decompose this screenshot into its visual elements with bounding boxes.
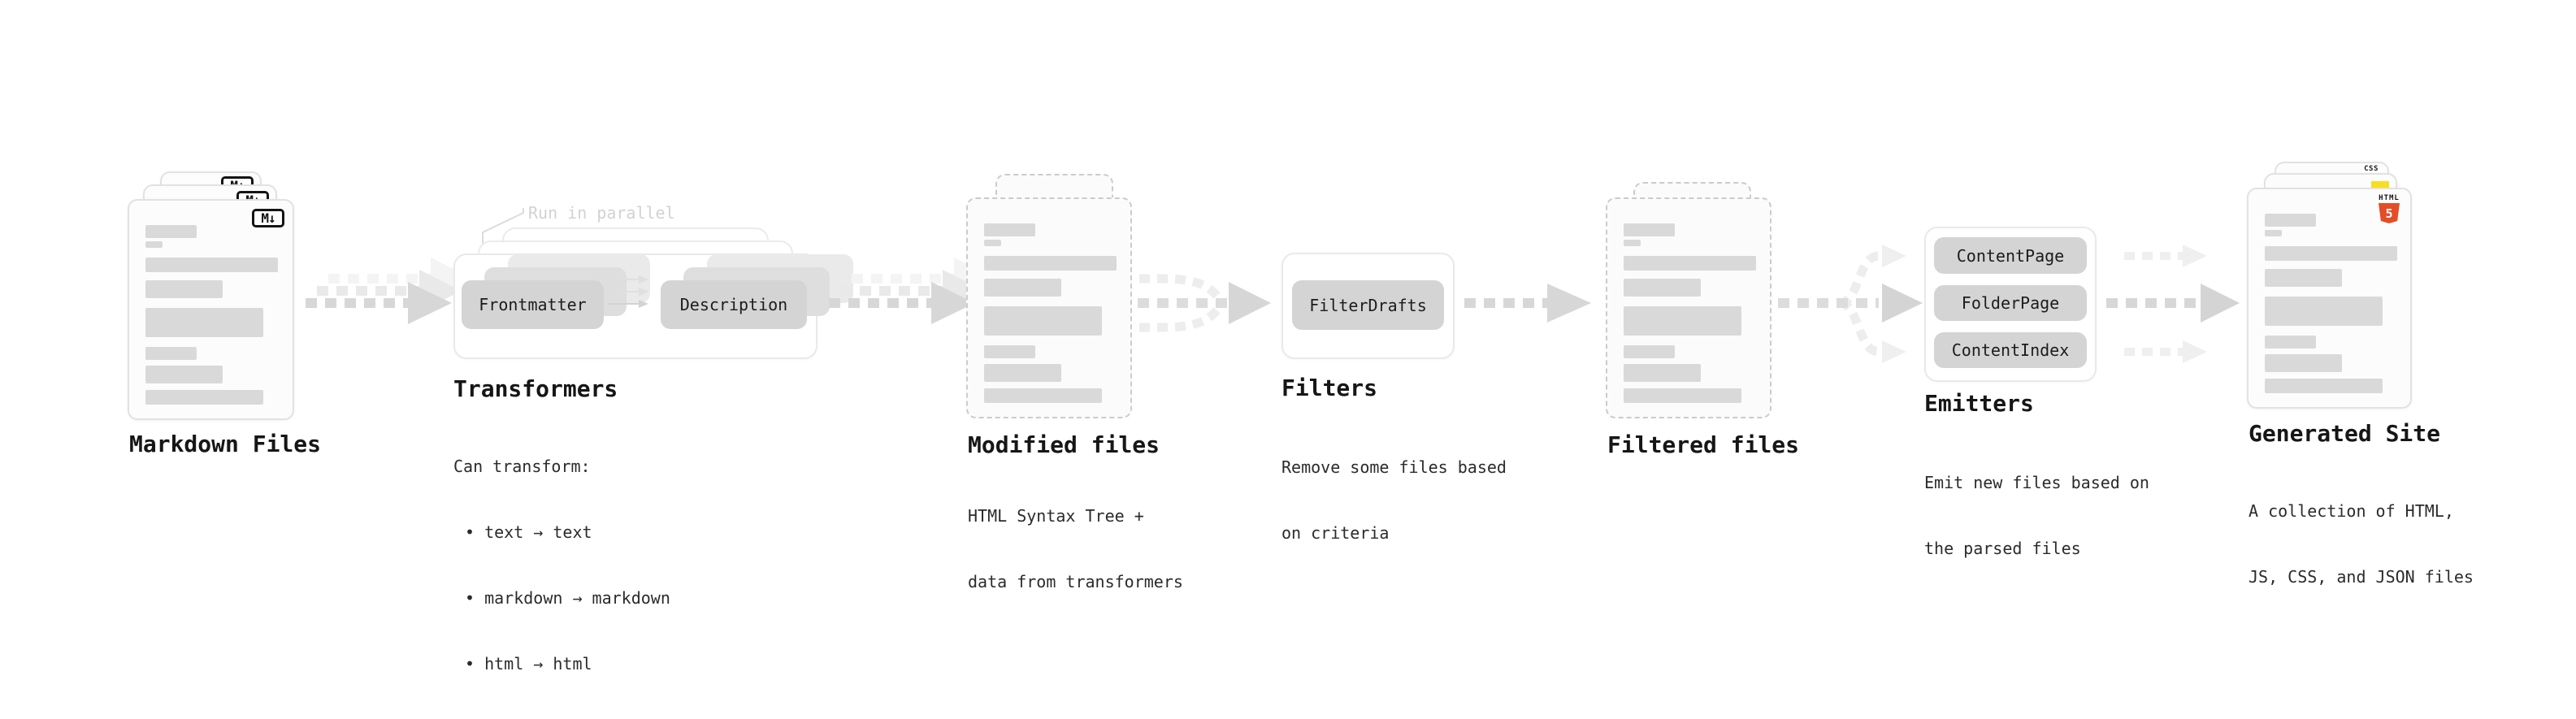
transformers-title: Transformers bbox=[453, 375, 618, 402]
flow-arrow-icon bbox=[1464, 284, 1591, 323]
markdown-file-icon: M↓ bbox=[252, 209, 284, 227]
description-line: JS, CSS, and JSON files bbox=[2249, 567, 2474, 587]
placeholder-text-line bbox=[984, 223, 1035, 236]
description-line: on criteria bbox=[1281, 523, 1390, 543]
placeholder-text-line bbox=[984, 256, 1117, 271]
modified-files-description: HTML Syntax Tree + data from transformer… bbox=[968, 461, 1183, 637]
generated-site-title: Generated Site bbox=[2249, 420, 2441, 447]
css-badge-label: CSS bbox=[2364, 165, 2379, 173]
markdown-file-card-front: M↓ bbox=[128, 199, 294, 420]
content-index-chip: ContentIndex bbox=[1934, 332, 2087, 368]
filtered-files-title: Filtered files bbox=[1607, 431, 1800, 458]
placeholder-text-line bbox=[984, 240, 1001, 246]
frontmatter-chip: Frontmatter bbox=[462, 280, 604, 329]
transformers-description: Can transform: • text → text • markdown … bbox=[453, 412, 670, 719]
placeholder-text-line bbox=[145, 258, 278, 272]
filters-description: Remove some files based on criteria bbox=[1281, 413, 1507, 588]
placeholder-text-line bbox=[2265, 269, 2342, 287]
placeholder-text-line bbox=[984, 364, 1061, 382]
js-badge-icon bbox=[2371, 181, 2389, 188]
placeholder-text-line bbox=[2265, 297, 2383, 326]
placeholder-text-line bbox=[2265, 379, 2383, 393]
placeholder-text-line bbox=[1624, 364, 1701, 382]
placeholder-text-line bbox=[984, 306, 1102, 336]
description-line: the parsed files bbox=[1924, 539, 2081, 558]
merge-arrow-icon bbox=[1138, 274, 1271, 332]
transform-bullet: • html → html bbox=[465, 654, 592, 674]
generated-site-description: A collection of HTML, JS, CSS, and JSON … bbox=[2249, 457, 2474, 632]
can-transform-heading: Can transform: bbox=[453, 457, 591, 476]
placeholder-text-line bbox=[1624, 240, 1641, 246]
content-page-chip: ContentPage bbox=[1934, 237, 2087, 274]
placeholder-text-line bbox=[2265, 230, 2282, 236]
placeholder-text-line bbox=[2265, 354, 2342, 372]
folder-page-chip: FolderPage bbox=[1934, 285, 2087, 321]
description-line: Remove some files based bbox=[1281, 457, 1507, 477]
description-line: Emit new files based on bbox=[1924, 473, 2149, 492]
flow-arrow-icon bbox=[829, 258, 996, 324]
placeholder-text-line bbox=[145, 390, 263, 405]
description-line: HTML Syntax Tree + bbox=[968, 506, 1144, 526]
pipeline-diagram: M↓ M↓ M↓ Markdown Files Run in parallel … bbox=[128, 162, 2474, 674]
emitters-description: Emit new files based on the parsed files bbox=[1924, 428, 2149, 604]
callout-line-icon bbox=[482, 208, 524, 249]
placeholder-text-line bbox=[1624, 279, 1701, 297]
emitters-title: Emitters bbox=[1924, 390, 2034, 417]
placeholder-text-line bbox=[145, 347, 197, 360]
placeholder-text-line bbox=[2265, 336, 2316, 349]
modified-files-title: Modified files bbox=[968, 431, 1160, 458]
placeholder-text-line bbox=[145, 308, 263, 337]
step-arrows-icon bbox=[608, 275, 648, 308]
description-line: A collection of HTML, bbox=[2249, 501, 2454, 521]
placeholder-text-line bbox=[984, 345, 1035, 358]
markdown-files-title: Markdown Files bbox=[129, 431, 322, 457]
placeholder-text-line bbox=[984, 388, 1102, 403]
html5-logo-icon: HTML 5 bbox=[2378, 195, 2400, 223]
placeholder-text-line bbox=[1624, 223, 1675, 236]
placeholder-text-line bbox=[1624, 306, 1741, 336]
placeholder-text-line bbox=[1624, 256, 1756, 271]
modified-file-card-front bbox=[966, 197, 1132, 418]
description-chip: Description bbox=[661, 280, 807, 329]
html5-shield: 5 bbox=[2379, 203, 2400, 223]
run-in-parallel-label: Run in parallel bbox=[528, 203, 675, 223]
parallel-arrows-icon bbox=[2106, 245, 2240, 363]
transform-bullet: • text → text bbox=[465, 522, 592, 542]
description-line: data from transformers bbox=[968, 572, 1183, 591]
transform-bullet: • markdown → markdown bbox=[465, 588, 670, 608]
placeholder-text-line bbox=[2265, 214, 2316, 227]
placeholder-text-line bbox=[1624, 388, 1741, 403]
html5-logo-label: HTML bbox=[2379, 194, 2400, 202]
filter-drafts-chip: FilterDrafts bbox=[1292, 280, 1444, 330]
filtered-file-card-front bbox=[1606, 197, 1772, 418]
flow-arrow-icon bbox=[306, 258, 473, 324]
generated-file-card-front: HTML 5 bbox=[2247, 188, 2412, 409]
filters-title: Filters bbox=[1281, 375, 1378, 401]
placeholder-text-line bbox=[145, 225, 197, 238]
placeholder-text-line bbox=[1624, 345, 1675, 358]
placeholder-text-line bbox=[2265, 246, 2397, 261]
placeholder-text-line bbox=[145, 241, 163, 248]
split-arrow-icon bbox=[1778, 245, 1923, 363]
placeholder-text-line bbox=[145, 280, 223, 298]
placeholder-text-line bbox=[145, 366, 223, 383]
placeholder-text-line bbox=[984, 279, 1061, 297]
